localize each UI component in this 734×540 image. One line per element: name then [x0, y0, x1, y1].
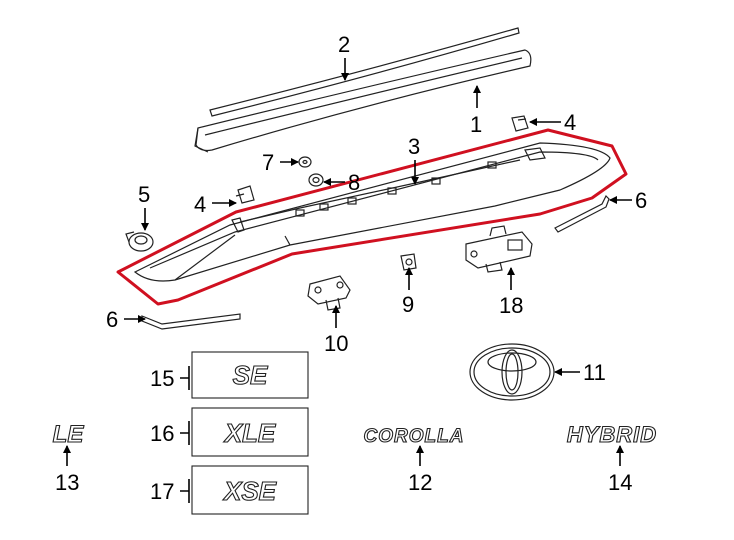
- emblem-hybrid-part-14: HYBRID: [566, 421, 657, 447]
- emblem-le-text: LE: [53, 421, 85, 448]
- camera-part-18: [465, 225, 533, 273]
- emblem-xle-part-16: XLE: [191, 407, 309, 457]
- callout-6-left: 6: [106, 307, 118, 332]
- callout-3: 3: [408, 134, 420, 159]
- emblem-xse-part-17: XSE: [191, 465, 309, 515]
- callout-9: 9: [402, 292, 414, 317]
- nut-part-8: [308, 173, 324, 187]
- emblem-se-part-15: SE: [191, 351, 309, 399]
- callout-10: 10: [324, 331, 348, 356]
- clip-part-9: [400, 253, 417, 271]
- moulding-part: [194, 49, 532, 153]
- emblem-le-part-13: LE: [52, 420, 85, 448]
- callout-16: 16: [150, 421, 174, 446]
- callout-2: 2: [338, 32, 350, 57]
- clip-part-4-right: [511, 115, 529, 132]
- callout-17: 17: [150, 479, 174, 504]
- seal-part-6-left: [141, 313, 241, 330]
- callout-14: 14: [608, 470, 632, 495]
- emblem-se-text: SE: [233, 360, 268, 390]
- callout-11: 11: [583, 360, 606, 385]
- callout-18: 18: [499, 293, 523, 318]
- washer-part-7: [298, 156, 312, 168]
- emblem-corolla-text: COROLLA: [364, 426, 465, 447]
- callout-15: 15: [150, 366, 174, 391]
- callout-8: 8: [348, 170, 360, 195]
- emblem-hybrid-text: HYBRID: [567, 422, 657, 447]
- emblem-corolla-part-12: COROLLA: [363, 425, 465, 447]
- callout-4-right: 4: [564, 110, 576, 135]
- weatherstrip-upper-part: [209, 27, 520, 117]
- lamp-part-10: [307, 275, 351, 311]
- callout-1: 1: [470, 112, 482, 137]
- spoiler-highlight-outline: [116, 128, 628, 306]
- callout-4-left: 4: [194, 192, 206, 217]
- callout-5: 5: [138, 182, 150, 207]
- callout-6-right: 6: [635, 188, 647, 213]
- toyota-logo-part-11: [469, 343, 555, 401]
- callout-7: 7: [262, 150, 274, 175]
- emblem-xse-text: XSE: [222, 476, 277, 506]
- spoiler-assembly-part: [133, 142, 611, 282]
- emblem-xle-text: XLE: [223, 418, 276, 448]
- grommet-part-5: [125, 231, 154, 252]
- callout-13: 13: [55, 470, 79, 495]
- callout-12: 12: [408, 470, 432, 495]
- clip-part-4-left: [235, 185, 255, 204]
